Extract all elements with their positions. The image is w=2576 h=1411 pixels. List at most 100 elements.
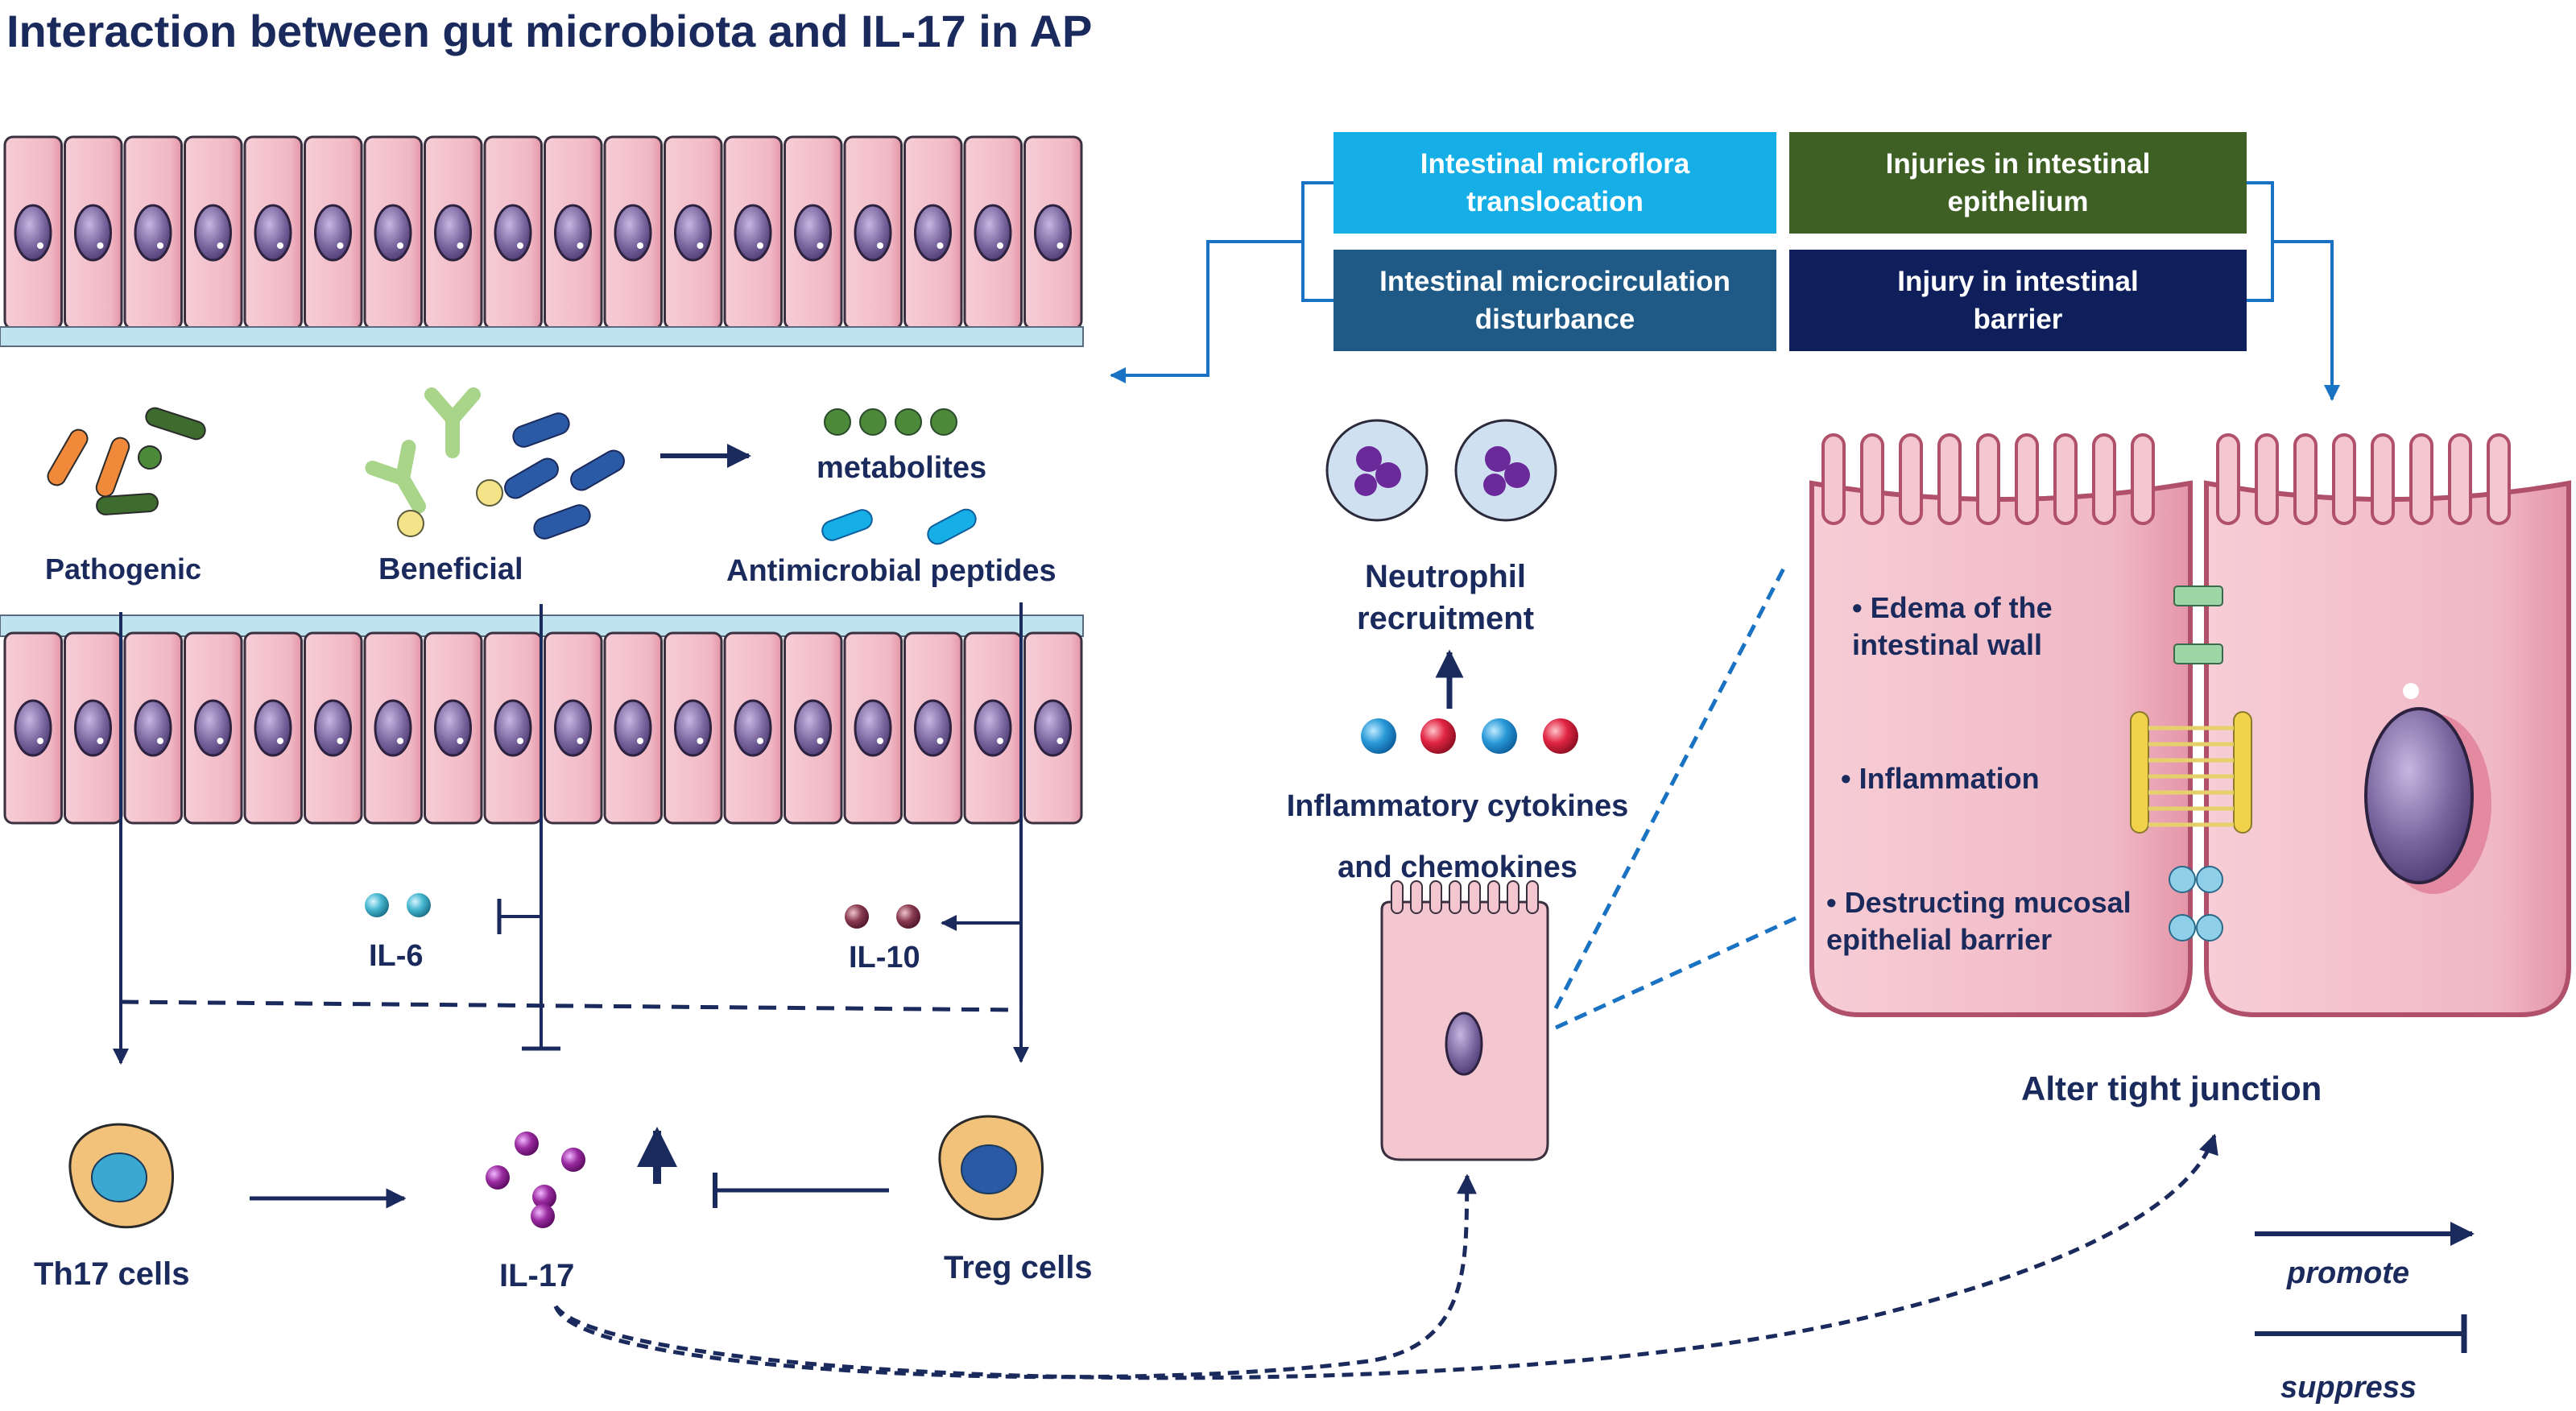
il17-dot — [486, 1165, 510, 1190]
bottom-row-nucleus — [374, 699, 412, 757]
cytokine-ball — [1543, 718, 1578, 754]
beneficial-label: Beneficial — [378, 552, 523, 586]
top-row-nucleus — [434, 204, 472, 262]
box-epithelium-injuries: Injuries in intestinal epithelium — [1789, 132, 2247, 234]
neutrophil-lobe — [1356, 446, 1382, 472]
pathogenic-bacterium — [47, 428, 89, 486]
large-cell-right-microvillus — [2487, 433, 2511, 525]
gut-microbes — [47, 387, 977, 545]
bottom-row-nucleolus — [97, 738, 104, 744]
cytokines-label-line1: Inflammatory cytokines — [1286, 789, 1629, 823]
beneficial-coccus — [476, 479, 503, 507]
large-cell-right-microvillus — [2255, 433, 2279, 525]
il10-dot — [896, 904, 920, 929]
antimicrobial-peptide — [821, 509, 873, 541]
zoom-line-bottom — [1554, 916, 1797, 1030]
page-title: Interaction between gut microbiota and I… — [6, 6, 1093, 56]
bottom-row-nucleolus — [397, 738, 403, 744]
top-row-nucleolus — [157, 242, 163, 249]
top-row-nucleolus — [97, 242, 104, 249]
left-bracket — [1301, 181, 1333, 302]
microvillus — [1507, 880, 1520, 914]
bottom-row-nucleolus — [1056, 738, 1064, 744]
dashed-link — [120, 999, 1022, 1012]
top-row-nucleolus — [577, 242, 584, 249]
top-row-nucleus — [674, 204, 712, 262]
il6-dot — [365, 893, 389, 917]
large-cell-right-microvillus — [2293, 433, 2318, 525]
gap-junction — [2169, 866, 2196, 893]
top-row-nucleolus — [817, 242, 824, 249]
large-cell-left-microvillus — [2053, 433, 2078, 525]
right-bracket — [2247, 181, 2274, 302]
neutrophil-lobe — [1375, 462, 1401, 488]
th17-cell-nucleus — [91, 1152, 147, 1202]
bottom-row-nucleus — [794, 699, 832, 757]
top-row-nucleolus — [937, 242, 944, 249]
top-row-nucleus — [314, 204, 352, 262]
il17-to-cell-dashed — [553, 1173, 1478, 1380]
top-row-nucleus — [614, 204, 652, 262]
pathogenic-bacterium — [95, 437, 130, 498]
bottom-row-nucleus — [974, 699, 1012, 757]
pathogenic-coccus — [138, 445, 162, 470]
microvillus — [1526, 880, 1539, 914]
bottom-row-nucleus — [494, 699, 532, 757]
bottom-row-nucleolus — [577, 738, 584, 744]
metabolite-dot — [930, 408, 957, 436]
il17-label: IL-17 — [499, 1258, 575, 1293]
large-cell-right-microvillus — [2332, 433, 2356, 525]
desmosome-plaque — [2130, 711, 2149, 834]
top-row-nucleus — [194, 204, 232, 262]
bottom-row-nucleus — [254, 699, 292, 757]
top-row-nucleolus — [877, 242, 883, 249]
bottom-row-nucleolus — [997, 738, 1003, 744]
top-row-nucleus — [374, 204, 412, 262]
microvillus — [1410, 880, 1423, 914]
treg-cell-nucleus — [961, 1144, 1017, 1194]
microvillus — [1391, 880, 1404, 914]
top-row-nucleus — [14, 204, 52, 262]
il17-dot — [515, 1132, 539, 1156]
metabolite-dot — [859, 408, 887, 436]
small-cell-nucleus — [1445, 1012, 1483, 1076]
top-row-nucleolus — [397, 242, 403, 249]
gap-junction — [2196, 914, 2223, 941]
legend-symbols — [2255, 1222, 2475, 1353]
large-cell-right-microvillus — [2371, 433, 2395, 525]
legend-promote-label: promote — [2287, 1256, 2409, 1290]
cytokines-label-line2: and chemokines — [1338, 850, 1577, 884]
metabolite-dot — [824, 408, 851, 436]
top-row-nucleus — [494, 204, 532, 262]
box-barrier-injury: Injury in intestinal barrier — [1789, 250, 2247, 351]
gap-junction — [2196, 866, 2223, 893]
top-row-nucleolus — [637, 242, 643, 249]
top-row-nucleolus — [457, 242, 464, 249]
bottom-row-nucleus — [914, 699, 952, 757]
bottom-row-nucleolus — [277, 738, 283, 744]
bottom-row-nucleus — [674, 699, 712, 757]
top-row-nucleus — [794, 204, 832, 262]
cytokine-ball — [1482, 718, 1517, 754]
il17-dot — [531, 1204, 555, 1228]
pathogenic-label: Pathogenic — [45, 552, 202, 586]
metabolites-label: metabolites — [817, 451, 987, 485]
large-cell-left-microvillus — [1899, 433, 1923, 525]
bottom-row-nucleus — [734, 699, 772, 757]
beneficial-bacterium — [533, 504, 591, 540]
pathway-arrows — [113, 602, 2218, 1380]
top-row-nucleolus — [277, 242, 283, 249]
antimicrobial-peptides-label: Antimicrobial peptides — [726, 554, 1056, 588]
bottom-row-nucleus — [554, 699, 592, 757]
top-row-nucleus — [1034, 204, 1072, 262]
box-microcirculation-disturbance: Intestinal microcirculation disturbance — [1333, 250, 1776, 351]
box-microflora-text: Intestinal microflora translocation — [1420, 148, 1690, 217]
bottom-row-nucleus — [194, 699, 232, 757]
large-cell-left-microvillus — [2092, 433, 2116, 525]
antibody-arm — [365, 440, 426, 514]
metabolite-dot — [895, 408, 922, 436]
antibody-shape — [424, 387, 481, 458]
bottom-row-nucleolus — [457, 738, 464, 744]
tight-junction-panel — [1110, 181, 2571, 1161]
